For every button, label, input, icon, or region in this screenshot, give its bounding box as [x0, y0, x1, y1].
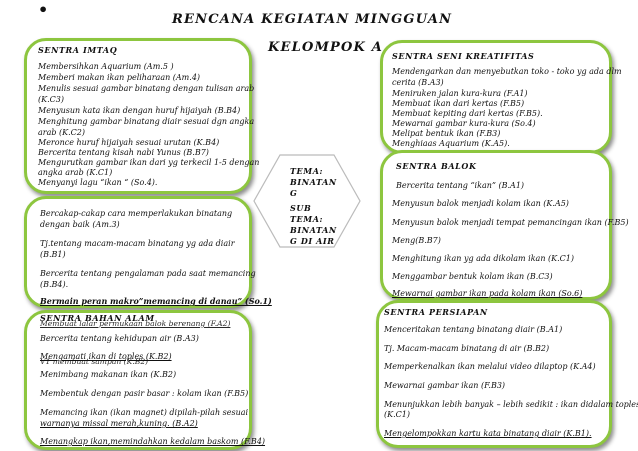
persiapan-line: Menunjukkan lebih banyak – lebih sedikit… [384, 400, 638, 409]
bahan-alam-overlap-text: V1 membuat sampan (K.B2) [40, 357, 149, 366]
bahan-alam-line: Menimbang makanan ikan (K.B2) [40, 370, 177, 379]
persiapan-line: (K.C1) [384, 410, 410, 419]
imtaq-line: arab (K.C2) [38, 128, 85, 137]
left-mid-line: Bermain peran makro”memancing di danau” … [40, 296, 272, 306]
left-mid-line: Bercakap-cakap cara memperlakukan binata… [40, 209, 233, 218]
page-title: RENCANA KEGIATAN MINGGUAN [172, 12, 453, 27]
sentra-bahan-alam-title: SENTRA BAHAN ALAM [40, 313, 155, 323]
seni-line: Mendengarkan dan menyebutkan toko - toko… [392, 67, 622, 76]
bahan-alam-line: Bercerita tentang kehidupan air (B.A3) [40, 334, 199, 343]
imtaq-line: Bercerita tentang kisah nabi Yunus (B.B7… [38, 148, 209, 157]
sentra-balok-box [380, 150, 612, 300]
sentra-balok-title: SENTRA BALOK [396, 161, 477, 171]
sentra-seni-title: SENTRA SENI KREATIFITAS [392, 51, 535, 61]
sentra-imtaq-box [24, 38, 252, 194]
tema-line: TEMA: [290, 166, 324, 176]
imtaq-line: Menyanyi lagu “ikan “ (So.4). [38, 178, 158, 187]
balok-line: Mewarnai gambar ikan pada kolam ikan (So… [392, 289, 583, 298]
bahan-alam-line: Mengamati ikan di toples (K.B2) [40, 352, 172, 361]
left-mid-line: (B.B4). [40, 280, 69, 289]
balok-line: Meng(B.B7) [392, 236, 441, 245]
seni-line: Membuat ikan dari kertas (F.B5) [392, 99, 525, 108]
balok-line: Menghitung ikan yg ada dikolam ikan (K.C… [392, 254, 574, 263]
balok-line: Menyusun balok menjadi kolam ikan (K.A5) [392, 199, 569, 208]
imtaq-line: (K.C3) [38, 95, 64, 104]
left-mid-line: (B.B1) [40, 250, 66, 259]
persiapan-line: Mengelompokkan kartu kata binatang diair… [384, 429, 592, 438]
persiapan-line: Memperkenalkan ikan melalui video dilapt… [384, 362, 596, 371]
left-mid-line: Tj.tentang macam-macam binatang yg ada d… [40, 239, 235, 248]
seni-line: Membuat kepiting dari kertas (F.B5). [392, 109, 543, 118]
persiapan-line: Menceritakan tentang binatang diair (B.A… [384, 325, 563, 334]
sentra-bahan-alam-box [24, 310, 252, 450]
imtaq-line: Membersihkan Aquarium (Am.5 ) [38, 62, 174, 71]
seni-line: cerita (B.A3) [392, 78, 444, 87]
center-hexagon-shape [253, 154, 361, 248]
balok-line: Menggambar bentuk kolam ikan (B.C3) [392, 272, 553, 281]
subtema-line: BINATAN [290, 225, 337, 235]
sentra-persiapan-title: SENTRA PERSIAPAN [384, 307, 488, 317]
left-mid-line: dengan baik (Am.3) [40, 220, 120, 229]
subtema-line: SUB [290, 203, 312, 213]
sentra-seni-box [380, 40, 612, 154]
imtaq-line: angka arab (K.C1) [38, 168, 113, 177]
imtaq-line: Mengurutkan gambar ikan dari yg terkecil… [38, 158, 260, 167]
imtaq-line: Menyusun kata ikan dengan huruf hijaiyah… [38, 106, 241, 115]
balok-line: Bercerita tentang “ikan” (B.A1) [396, 181, 525, 190]
tema-line: G [290, 188, 298, 198]
subtema-line: TEMA: [290, 214, 324, 224]
seni-line: Meniruken jalan kura-kura (F.A1) [392, 89, 528, 98]
imtaq-line: Menghitung gambar binatang diair sesuai … [38, 117, 255, 126]
bahan-alam-line: Membentuk dengan pasir basar : kolam ika… [40, 389, 249, 398]
tema-line: BINATAN [290, 177, 337, 187]
sentra-bahasa-box [24, 196, 252, 308]
left-mid-line: Bercerita tentang pengalaman pada saat m… [40, 269, 256, 278]
imtaq-line: Meronce huruf hijaiyah sesuai urutan (K.… [38, 138, 220, 147]
bahan-alam-overlap-text: Membuat lalar permukaan balok berenang (… [40, 319, 231, 328]
bahan-alam-line: Menangkap ikan,memindahkan kedalam basko… [40, 437, 266, 446]
imtaq-line: Memberi makan ikan peliharaan (Am.4) [38, 73, 201, 82]
persiapan-line: Tj. Macam-macam binatang di air (B.B2) [384, 344, 550, 353]
seni-line: Melipat bentuk ikan (F.B3) [392, 129, 501, 138]
persiapan-line: Mewarnai gambar ikan (F.B3) [384, 381, 506, 390]
bahan-alam-line: Memancing ikan (ikan magnet) dipilah-pil… [40, 408, 249, 417]
sentra-imtaq-title: SENTRA IMTAQ [38, 45, 118, 55]
seni-line: Mewarnai gambar kura-kura (So.4) [392, 119, 536, 128]
balok-line: Menyusun balok menjadi tempat pemancinga… [392, 218, 629, 227]
bullet-mark: • [38, 0, 49, 19]
bahan-alam-line: warnanya missal merah,kuning. (B.A2) [40, 419, 198, 428]
subtema-line: G DI AIR [290, 236, 335, 246]
imtaq-line: Menulis sesuai gambar binatang dengan tu… [38, 84, 255, 93]
sentra-persiapan-box [376, 300, 612, 448]
seni-line: Menghiaas Aquarium (K.A5). [392, 139, 510, 148]
page-subtitle: KELOMPOK A [268, 40, 384, 55]
